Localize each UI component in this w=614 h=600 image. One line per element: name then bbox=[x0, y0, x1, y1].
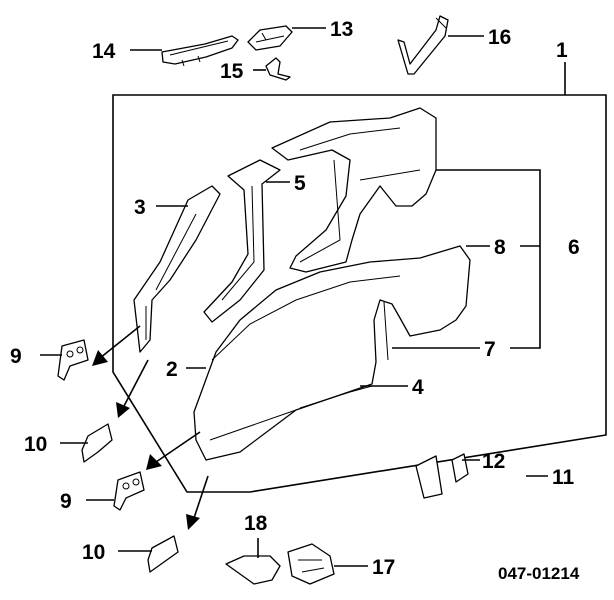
part-16-brace bbox=[397, 15, 449, 75]
part-14-bracket bbox=[161, 35, 239, 67]
part-5-center-pillar bbox=[203, 159, 281, 323]
callout-16: 16 bbox=[488, 26, 511, 49]
part-10-lower-clip bbox=[147, 535, 179, 573]
callout-1: 1 bbox=[556, 39, 568, 62]
callout-6: 6 bbox=[568, 236, 580, 259]
part-10-upper-clip bbox=[81, 423, 113, 463]
callout-2: 2 bbox=[166, 358, 178, 381]
part-rear-upper-panel bbox=[271, 107, 437, 273]
callout-10a: 10 bbox=[24, 433, 47, 456]
arrow-9a bbox=[92, 350, 108, 366]
arrow-10a bbox=[116, 402, 130, 418]
callout-3: 3 bbox=[134, 196, 146, 219]
callout-13: 13 bbox=[330, 18, 353, 41]
callout-5: 5 bbox=[294, 172, 306, 195]
callout-9b: 9 bbox=[60, 490, 72, 513]
callout-9a: 9 bbox=[10, 345, 22, 368]
part-13-bracket bbox=[247, 25, 293, 51]
callout-10b: 10 bbox=[82, 541, 105, 564]
part-9-upper-bracket bbox=[57, 339, 89, 381]
callout-11: 11 bbox=[552, 466, 575, 489]
part-3-front-pillar bbox=[133, 185, 221, 353]
part-15-clip bbox=[265, 57, 291, 81]
part-11-bracket-set bbox=[415, 453, 469, 499]
callout-18: 18 bbox=[244, 512, 268, 535]
arrow-9b bbox=[146, 454, 162, 470]
leader-6-bracket bbox=[436, 169, 541, 349]
callout-17: 17 bbox=[372, 556, 395, 579]
assembly-frame bbox=[112, 94, 607, 493]
callout-7: 7 bbox=[484, 338, 496, 361]
part-18-hinge bbox=[225, 538, 281, 585]
part-2-outer-side-panel bbox=[193, 245, 471, 461]
arrow-10b bbox=[186, 514, 200, 530]
callout-4: 4 bbox=[412, 376, 424, 399]
part-17-lid bbox=[287, 543, 335, 585]
callout-12: 12 bbox=[482, 450, 505, 473]
part-9-lower-bracket bbox=[113, 471, 145, 511]
callout-14: 14 bbox=[92, 40, 116, 63]
figure-code: 047-01214 bbox=[498, 564, 580, 583]
callout-15: 15 bbox=[220, 60, 244, 83]
callout-8: 8 bbox=[494, 236, 506, 259]
